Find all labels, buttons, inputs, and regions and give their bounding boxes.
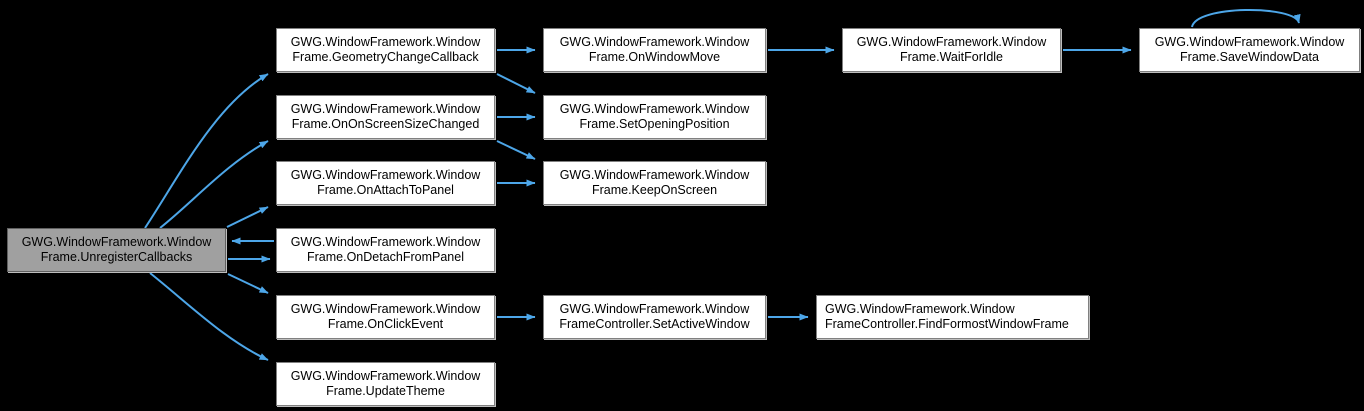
node-label: GWG.WindowFramework.Window Frame.OnClick… — [290, 302, 481, 331]
node-update-theme[interactable]: GWG.WindowFramework.Window Frame.UpdateT… — [276, 362, 495, 406]
edge-unregister-to-attach — [226, 206, 269, 228]
node-geometry-change-callback[interactable]: GWG.WindowFramework.Window Frame.Geometr… — [276, 28, 495, 72]
node-label: GWG.WindowFramework.Window FrameControll… — [559, 302, 750, 331]
node-label: GWG.WindowFramework.Window Frame.Unregis… — [21, 235, 212, 264]
node-keep-on-screen[interactable]: GWG.WindowFramework.Window Frame.KeepOnS… — [543, 161, 766, 205]
node-on-on-screen-size-changed[interactable]: GWG.WindowFramework.Window Frame.OnOnScr… — [276, 95, 495, 139]
node-label: GWG.WindowFramework.Window Frame.KeepOnS… — [559, 168, 750, 197]
node-set-opening-position[interactable]: GWG.WindowFramework.Window Frame.SetOpen… — [543, 95, 766, 139]
edge-geometry-to-setopening — [496, 73, 536, 94]
node-save-window-data[interactable]: GWG.WindowFramework.Window Frame.SaveWin… — [1139, 28, 1360, 72]
node-set-active-window[interactable]: GWG.WindowFramework.Window FrameControll… — [543, 295, 766, 339]
node-find-formost-window-frame[interactable]: GWG.WindowFramework.Window FrameControll… — [816, 295, 1089, 339]
node-unregister-callbacks[interactable]: GWG.WindowFramework.Window Frame.Unregis… — [7, 228, 226, 272]
node-label: GWG.WindowFramework.Window Frame.Geometr… — [290, 35, 481, 64]
edge-unregister-to-onscreensize — [159, 140, 269, 229]
node-on-detach-from-panel[interactable]: GWG.WindowFramework.Window Frame.OnDetac… — [276, 228, 495, 272]
node-label: GWG.WindowFramework.Window Frame.SaveWin… — [1154, 35, 1345, 64]
node-wait-for-idle[interactable]: GWG.WindowFramework.Window Frame.WaitFor… — [842, 28, 1061, 72]
node-on-window-move[interactable]: GWG.WindowFramework.Window Frame.OnWindo… — [543, 28, 766, 72]
edge-savewindowdata-self-loop — [1191, 9, 1301, 28]
node-label: GWG.WindowFramework.Window Frame.WaitFor… — [856, 35, 1047, 64]
node-on-attach-to-panel[interactable]: GWG.WindowFramework.Window Frame.OnAttac… — [276, 161, 495, 205]
node-label: GWG.WindowFramework.Window Frame.OnOnScr… — [290, 102, 481, 131]
node-label: GWG.WindowFramework.Window Frame.SetOpen… — [559, 102, 750, 131]
edge-unregister-to-geometry — [144, 73, 269, 229]
node-label: GWG.WindowFramework.Window Frame.OnDetac… — [290, 235, 481, 264]
node-label: GWG.WindowFramework.Window Frame.OnWindo… — [559, 35, 750, 64]
node-label: GWG.WindowFramework.Window Frame.OnAttac… — [290, 168, 481, 197]
node-on-click-event[interactable]: GWG.WindowFramework.Window Frame.OnClick… — [276, 295, 495, 339]
edge-onscreensize-to-keeponscreen — [496, 140, 536, 160]
edge-unregister-to-click — [227, 273, 269, 294]
node-label: GWG.WindowFramework.Window FrameControll… — [825, 302, 1069, 331]
edge-unregister-to-updatetheme — [149, 272, 269, 361]
node-label: GWG.WindowFramework.Window Frame.UpdateT… — [290, 369, 481, 398]
